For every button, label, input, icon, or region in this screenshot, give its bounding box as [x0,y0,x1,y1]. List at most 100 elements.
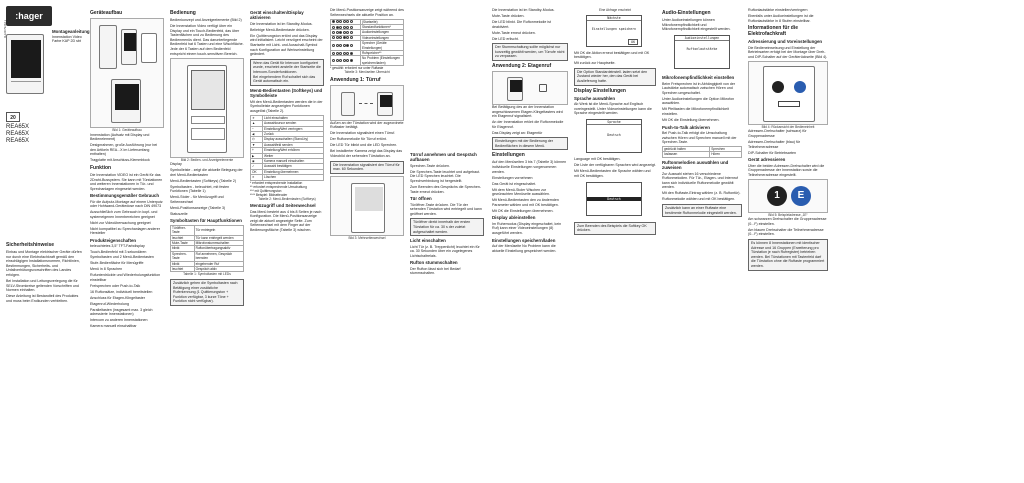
menu-text-2: Mit den Menü-Bedientasten werden die in … [250,99,323,113]
feature-item-10: Paralleltasten (insgesamt max. 3 gleich … [90,307,153,317]
page-number: 20 [6,112,20,122]
fig1-assembled [111,79,141,123]
rufton-text: Zur Auswahl stehen 16 verschiedene Rufto… [662,171,739,190]
lcd1-line: Einstellungen speichern [591,26,637,31]
menu-title-1: Gerät einschalten/Display aktivieren [250,10,304,21]
figure-2 [170,57,244,158]
anw2-item-1: An der Innenstation ertönt die Ruftonmel… [492,120,564,129]
sprache-item-2: Die Liste der verfügbaren Sprachen wird … [574,163,656,168]
device-screen [11,40,41,78]
rotary-switch-black-icon [772,80,784,93]
audio-section: Audio-Einstellungen Unter Audioeinstellu… [661,8,742,219]
lcd-screen-audio: Audioeinstellungen Ruftonlautstärke [674,35,730,70]
lcd-item-1: Mit OK die Aktion erneut bestätigen und … [574,50,650,60]
table-3-caption: Tabelle 3: Menüseiten Übersicht [344,70,390,75]
softkey-table: ☀Licht einschalten ▲Auswahlcursor senden… [250,114,324,181]
cell: Ruftonübertragungsaktiv [193,245,245,252]
einst-text: Auf den Menüseiten 3 bis 7 (Tabelle 3) k… [492,160,567,174]
anw2-title: Anwendung 2: Etagenruf [492,62,552,69]
menu-warning: Wenn das Gerät für Intercom konfiguriert… [250,58,324,86]
einst-item-3: Mit dem Menü-Stoler Wischen zur gewünsch… [492,187,550,197]
adr-text: Die Bedieneinweisung und Einstellung der… [748,45,828,59]
model-list: REA65X REA65X REA65X [6,124,46,145]
cell: Tür kann entriegelt werden [193,234,245,242]
anw1-item-4: Bei installierter Kamera zeigt das Displ… [330,149,403,158]
audio-text: Unter Audioeinstellungen können Mikrofon… [662,18,731,32]
aufbau-title: Geräteaufbau [90,10,123,16]
sprache-note: Zum Beenden des Beispiels die Softkey OK… [574,221,656,235]
adr2-title: Gerät adressieren [748,157,786,163]
footnote-2: ** erfordert entsprechende Umschaltung [250,184,307,189]
floor-button-icon [539,83,547,92]
cell: Tür entriegeln [193,224,245,236]
menu-title-3: Menüzugriff und Seitenwechsel [250,203,316,209]
feature-item-7: 16 Ruftonsätze, individuell bereitstelle… [90,289,153,294]
feature-item-2: Touch-Bedienfeld mit 3 sekundären Symbol… [90,250,154,260]
cell: leuchtet [170,266,195,273]
electrician-section: Ruftonlautstärke einstellen/verringern E… [748,8,828,273]
lcd4-line: Ruftonlautstärke [686,47,718,52]
feature-item-8: Anschluss für Etagen-Klingeltaster [90,295,145,300]
fig4-item-1: Adressen-Drehschalter (schwarz) für Grup… [748,129,807,138]
cell [330,29,361,36]
bed-item-5: Menü-Stoler - für Menüzugriff und Seiten… [170,195,224,204]
cell: Gespräch aktiv [193,266,245,273]
audio-title: Audio-Einstellungen [662,10,711,16]
anw1-item-1: Die Innenstation signalisiert einen Türr… [330,131,396,136]
anw2-pre-4: Mute-Taste erneut drücken. [492,30,536,35]
tuer-open-title: Tür öffnen [410,196,432,202]
table-row: ✕Löschen [250,174,324,181]
lcd3-line: Deutsch [587,196,641,201]
einst-item-2: Das Gerät ist eingeschaltet. [492,181,537,186]
anw2-warning: Der Stummschaltung sollte möglichst nur … [492,43,568,61]
cell: Löschen [262,174,324,181]
device-illustration [6,34,44,94]
cover-subtitle-1: Innenstation Video [52,34,82,39]
rotary-switch-blue-icon [794,80,806,93]
footnote-4: **** Beispiel: Bildseiteoder [250,192,288,197]
figure-1 [90,18,164,128]
table-row: Rufspeicher** [330,49,404,57]
rotary-display-a: 1 [767,185,787,206]
figure-3-caption: Bild 3: Mehrseitenwechsel [348,235,386,240]
mic-text: Beim Freisprechen ist in Abhängigkeit vo… [662,81,736,95]
anw2-section: Die Innenstation ist im Standby-Modus. M… [492,8,568,255]
fig2-display [191,69,225,110]
anw1-door-station [341,91,355,116]
figure-5-caption: Bild 5: Beispieladresse „1E“ [768,212,808,217]
cell: Einstellung übernehmen [262,168,324,176]
cell: eingehender Ruf [193,260,245,268]
model-1: REA65X [6,124,30,130]
menu-section: Gerät einschalten/Display aktivieren Die… [250,8,324,234]
aufbau-item-3: Tragplatte mit Anschluss-Klemmblock [90,158,150,163]
cell: No Problem (Einstellungen speichern/lade… [360,55,404,67]
fig1-assembled-screen [115,84,139,110]
anw2-pre-2: Mute-Taste drücken. [492,13,525,18]
bed-item-6: Menü-Positionsanzeige (Tabelle 3) [170,205,226,210]
tuer-note: Türöffner direkt innerhalb der ersten Tü… [410,218,484,237]
mic-title: Mikrofonempfindlichkeit einstellen [662,75,735,81]
display-title: Display Einstellungen [574,87,626,94]
table-row: Videoeinstellungen [330,34,404,42]
table-row: Audioeinstellungen [330,29,404,36]
cell: Mikrofonstummschalten [193,239,245,247]
rufton-title: Ruftonmelodien auswählen und zuweisen [662,159,729,171]
mic-item-2: Mit Pfeiltasten die Mikrofonempfindlichk… [662,107,729,116]
menu-title-2: Menü-Bedientasten (Softkeys) und Symboll… [250,87,323,99]
safety-text-1: Einbau und Montage elektrischer Geräte d… [6,250,82,277]
cover-title-block: Montageanleitung Innenstation Video Farb… [52,29,90,44]
menu-warning-text: Wenn das Gerät für Intercom konfiguriert… [253,60,321,74]
figure-4 [748,60,828,125]
speich-text: Auf der Menüseite No Problem kann die ak… [492,243,557,253]
lcd-screen-save: Nächste Einstellungen speichern OK [586,14,642,47]
sym-title: Symboltasten für Hauptfunktionen [170,218,242,224]
cell: Türöffner-Taste [170,224,195,236]
lcd1-ok-button[interactable]: OK [628,38,638,45]
adr2-note: Es können 8 Innenstationen mit identisch… [748,239,828,271]
sprache-text: Ab Werk ist die Menü-Sprache auf Englisc… [574,101,652,116]
